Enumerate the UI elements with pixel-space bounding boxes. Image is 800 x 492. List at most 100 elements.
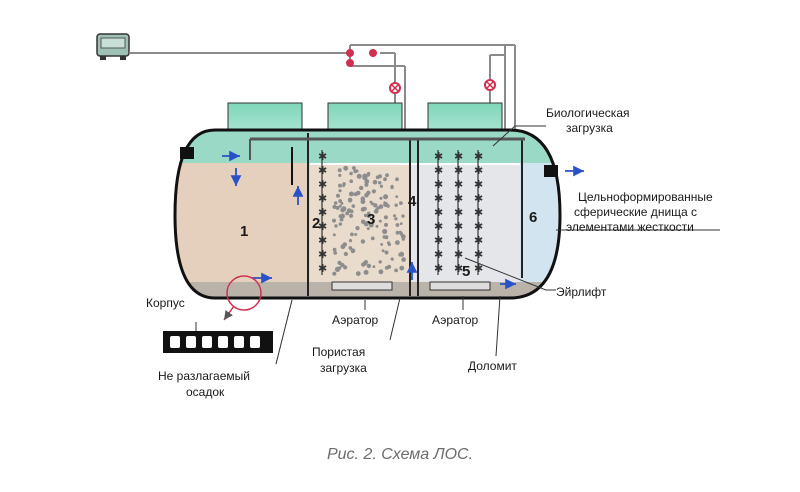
porous-dot (338, 189, 342, 193)
porous-dot (351, 204, 356, 208)
label-body: Корпус (146, 296, 185, 310)
label-porous-2: загрузка (320, 361, 367, 375)
porous-dot (338, 173, 342, 177)
porous-dot (395, 195, 399, 199)
porous-dot (384, 250, 389, 255)
bio-load-mark: ✱ (474, 220, 483, 233)
porous-dot (340, 244, 346, 250)
bio-load-mark: ✱ (434, 192, 443, 205)
label-airlift: Эйрлифт (556, 285, 607, 299)
zone-number-3: 3 (367, 211, 375, 228)
porous-dot (366, 213, 371, 218)
sludge-zoom-icon (223, 275, 262, 321)
porous-dot (343, 165, 349, 171)
bio-load-mark: ✱ (454, 234, 463, 247)
bio-load-mark: ✱ (318, 248, 327, 261)
zone-number-1: 1 (240, 223, 248, 240)
porous-dot (342, 182, 346, 186)
bio-load-mark: ✱ (434, 150, 443, 163)
porous-dot (332, 204, 337, 209)
porous-dot (381, 249, 385, 253)
porous-dot (382, 228, 388, 235)
porous-load-dots (332, 165, 406, 276)
porous-dot (369, 200, 373, 204)
label-heads-2: сферические днища с (574, 205, 697, 219)
bio-load-mark: ✱ (318, 234, 327, 247)
porous-dot (363, 221, 369, 227)
bio-load-mark: ✱ (474, 206, 483, 219)
bio-load-mark: ✱ (474, 192, 483, 205)
label-aerator-right: Аэратор (432, 313, 479, 327)
porous-dot (332, 247, 337, 252)
porous-dot (399, 222, 403, 226)
label-dolomite: Доломит (468, 359, 517, 373)
porous-dot (395, 230, 400, 235)
porous-dot (390, 257, 394, 261)
porous-dot (383, 201, 387, 205)
bio-load-mark: ✱ (318, 150, 327, 163)
porous-dot (364, 179, 370, 184)
porous-dot (364, 182, 369, 187)
porous-dot (378, 181, 382, 185)
porous-dot (383, 177, 387, 182)
bio-load-mark: ✱ (454, 262, 463, 275)
porous-dot (393, 214, 396, 218)
porous-dot (332, 233, 336, 237)
bio-load-marks: ✱✱✱✱✱✱✱✱✱✱✱✱✱✱✱✱✱✱✱✱✱✱✱✱✱✱✱✱✱✱✱✱✱✱✱✱ (318, 150, 483, 275)
body-section-icon (163, 331, 273, 353)
porous-dot (333, 201, 338, 205)
bio-load-mark: ✱ (434, 206, 443, 219)
aerator-right (429, 281, 491, 291)
figure-caption: Рис. 2. Схема ЛОС. (326, 446, 474, 463)
bio-load-mark: ✱ (454, 248, 463, 261)
porous-dot (339, 217, 344, 222)
bio-load-mark: ✱ (474, 234, 483, 247)
porous-dot (337, 168, 342, 173)
porous-dot (366, 263, 372, 269)
porous-dot (401, 257, 406, 262)
zone-number-6: 6 (529, 209, 537, 226)
bio-load-mark: ✱ (474, 248, 483, 261)
bio-load-mark: ✱ (454, 192, 463, 205)
porous-dot (401, 214, 405, 218)
porous-dot (395, 240, 400, 246)
porous-dot (336, 193, 340, 198)
porous-dot (361, 262, 366, 267)
porous-dot (395, 177, 399, 182)
bio-load-mark: ✱ (434, 164, 443, 177)
porous-dot (343, 265, 348, 270)
porous-dot (371, 219, 375, 223)
porous-dot (360, 199, 366, 205)
porous-dot (378, 269, 384, 275)
porous-dot (363, 213, 368, 218)
porous-dot (349, 213, 354, 218)
label-sludge-2: осадок (186, 385, 225, 399)
bio-load-mark: ✱ (318, 206, 327, 219)
porous-dot (378, 204, 384, 209)
porous-dot (352, 166, 356, 170)
bio-load-mark: ✱ (474, 178, 483, 191)
porous-dot (353, 192, 358, 197)
porous-dot (394, 268, 398, 273)
label-sludge-1: Не разлагаемый (158, 369, 250, 383)
tank-lids (227, 102, 503, 132)
porous-dot (341, 206, 347, 212)
porous-dot (332, 271, 337, 276)
porous-dot (401, 237, 405, 241)
porous-dot (379, 184, 383, 188)
porous-dot (355, 226, 360, 231)
bio-load-mark: ✱ (318, 178, 327, 191)
bio-load-mark: ✱ (454, 220, 463, 233)
bio-load-mark: ✱ (474, 150, 483, 163)
porous-dot (378, 260, 382, 264)
label-porous-1: Пористая (312, 345, 365, 359)
bio-load-mark: ✱ (454, 206, 463, 219)
porous-dot (348, 239, 353, 243)
porous-dot (338, 222, 342, 226)
porous-dot (349, 179, 354, 183)
bio-load-mark: ✱ (474, 262, 483, 275)
porous-dot (398, 230, 402, 234)
valve-icons (346, 49, 496, 94)
porous-dot (366, 227, 370, 231)
porous-dot (335, 205, 340, 210)
